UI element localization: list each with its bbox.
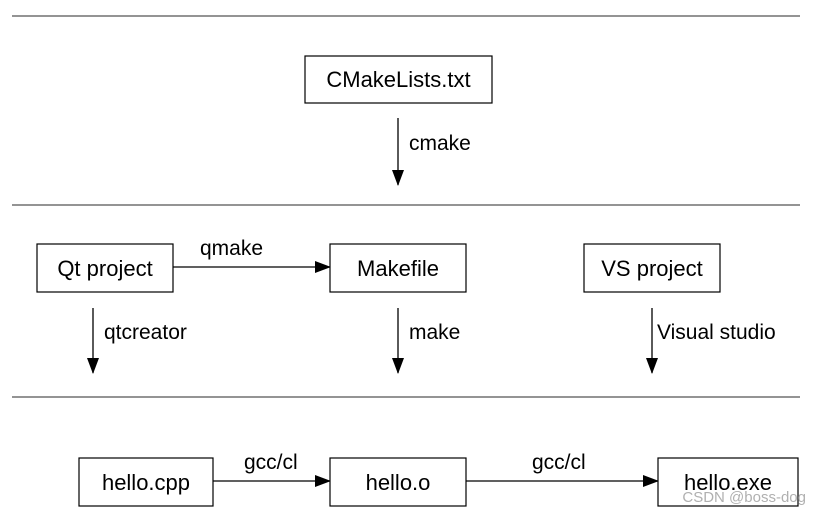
node-makefile-label: Makefile [357, 256, 439, 281]
edge-label-qtcreator: qtcreator [104, 321, 187, 344]
node-hello-o-label: hello.o [366, 470, 431, 495]
node-hello-cpp-label: hello.cpp [102, 470, 190, 495]
watermark: CSDN @boss-dog [682, 489, 806, 506]
node-hello-cpp: hello.cpp [78, 457, 214, 507]
edge-label-make: make [409, 321, 460, 344]
edge-label-gcc-cl-2: gcc/cl [532, 451, 586, 474]
node-cmakelists: CMakeLists.txt [304, 55, 493, 104]
node-cmakelists-label: CMakeLists.txt [326, 67, 470, 92]
edge-label-visual-studio: Visual studio [657, 321, 776, 344]
node-makefile: Makefile [329, 243, 467, 293]
node-qt-project: Qt project [36, 243, 174, 293]
edge-label-gcc-cl-1: gcc/cl [244, 451, 298, 474]
node-vs-project-label: VS project [601, 256, 703, 281]
node-hello-exe-label: hello.exe [684, 470, 772, 495]
node-vs-project: VS project [583, 243, 721, 293]
edge-label-cmake: cmake [409, 132, 471, 155]
node-qt-project-label: Qt project [57, 256, 152, 281]
node-hello-exe: hello.exe [657, 457, 799, 507]
edge-label-qmake: qmake [200, 237, 263, 260]
node-hello-o: hello.o [329, 457, 467, 507]
